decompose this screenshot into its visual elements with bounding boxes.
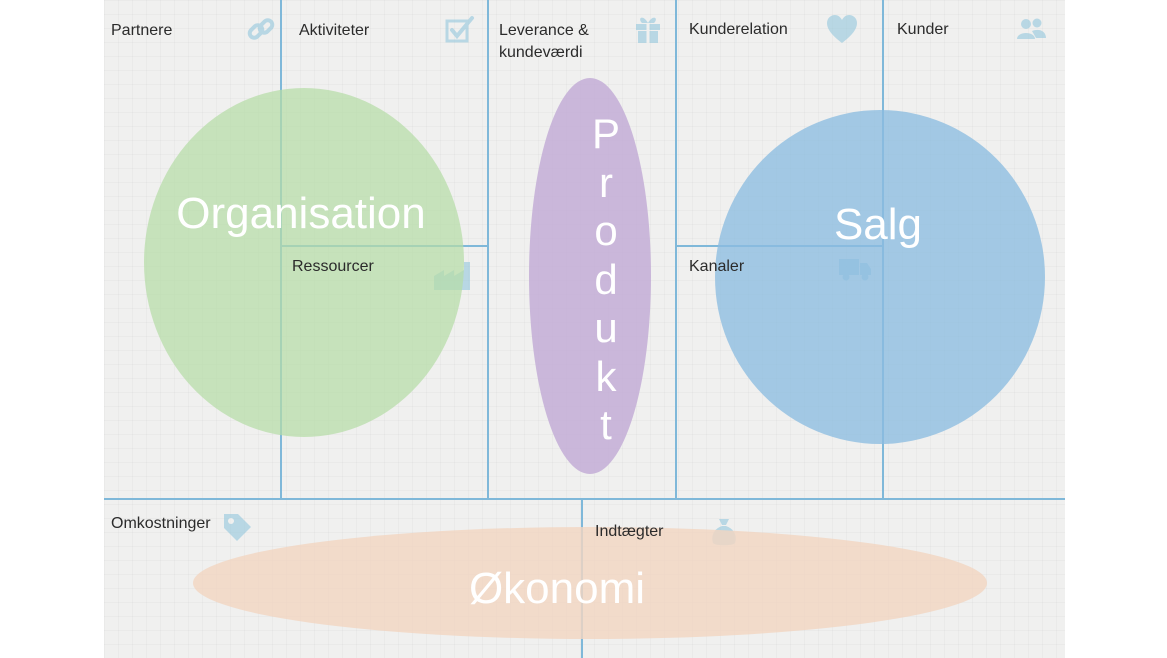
produkt-letter: d [594, 255, 618, 303]
ressourcer-label: Ressourcer [292, 258, 374, 275]
indtaegter-label: Indtægter [595, 523, 664, 540]
okonomi-text: Økonomi [468, 564, 646, 613]
salg-text: Salg [833, 200, 923, 249]
salg-circle [715, 110, 1045, 444]
omkostninger-label: Omkostninger [111, 515, 211, 532]
kanaler-label: Kanaler [689, 258, 745, 275]
produkt-letter: k [595, 352, 617, 400]
produkt-letter: o [594, 207, 618, 254]
divider-aktiviteter-leverance [487, 0, 489, 500]
aktiviteter-label: Aktiviteter [299, 22, 370, 39]
organisation-circle [144, 88, 464, 437]
okonomi-ellipse [193, 527, 987, 639]
divider-top-bottom [104, 498, 1065, 500]
link-icon [244, 13, 278, 47]
produkt-letter: P [591, 110, 620, 157]
heart-icon [825, 13, 859, 47]
produkt-letter: t [600, 401, 612, 448]
users-icon [1014, 13, 1048, 47]
partnere-label: Partnere [111, 22, 173, 39]
kunderelation-label: Kunderelation [689, 21, 788, 38]
produkt-text: P r o d u k t [588, 110, 624, 450]
kunder-label: Kunder [897, 21, 949, 38]
organisation-text: Organisation [176, 189, 426, 238]
price-tag-icon [220, 510, 254, 544]
gift-icon [631, 12, 665, 46]
produkt-letter: r [599, 158, 613, 206]
business-model-canvas: Partnere Aktiviteter Leverance & kundevæ… [104, 0, 1065, 658]
divider-leverance-kunderelation [675, 0, 677, 500]
produkt-ellipse [529, 78, 651, 474]
checkbox-icon [442, 13, 476, 47]
produkt-letter: u [594, 304, 618, 351]
leverance-label: Leverance & kundeværdi [499, 22, 589, 61]
